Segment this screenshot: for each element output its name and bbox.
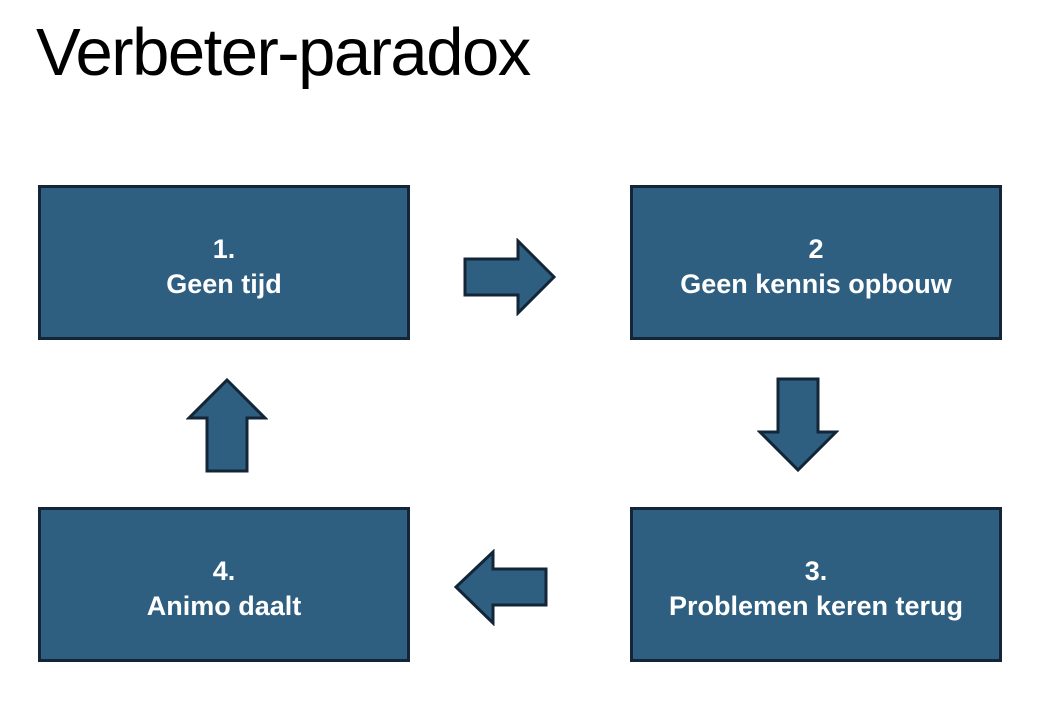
arrow-up-icon	[186, 377, 268, 473]
step-label: Geen kennis opbouw	[680, 268, 952, 299]
arrow-right-icon	[463, 238, 557, 316]
step-box-2-geen-kennis-opbouw: 2 Geen kennis opbouw	[630, 185, 1002, 340]
step-label: Problemen keren terug	[668, 590, 964, 621]
arrow-down-icon	[757, 377, 839, 473]
step-box-4-animo-daalt: 4. Animo daalt	[38, 507, 410, 662]
step-box-3-problemen-keren-terug: 3. Problemen keren terug	[630, 507, 1002, 662]
page-title: Verbeter-paradox	[36, 15, 531, 90]
step-number: 1.	[212, 233, 236, 264]
step-number: 4.	[212, 555, 236, 586]
step-number: 3.	[804, 555, 828, 586]
arrow-left-icon	[453, 549, 548, 626]
step-label: Animo daalt	[146, 590, 302, 621]
step-number: 2	[808, 233, 824, 264]
step-label: Geen tijd	[166, 268, 282, 299]
step-box-1-geen-tijd: 1. Geen tijd	[38, 185, 410, 340]
